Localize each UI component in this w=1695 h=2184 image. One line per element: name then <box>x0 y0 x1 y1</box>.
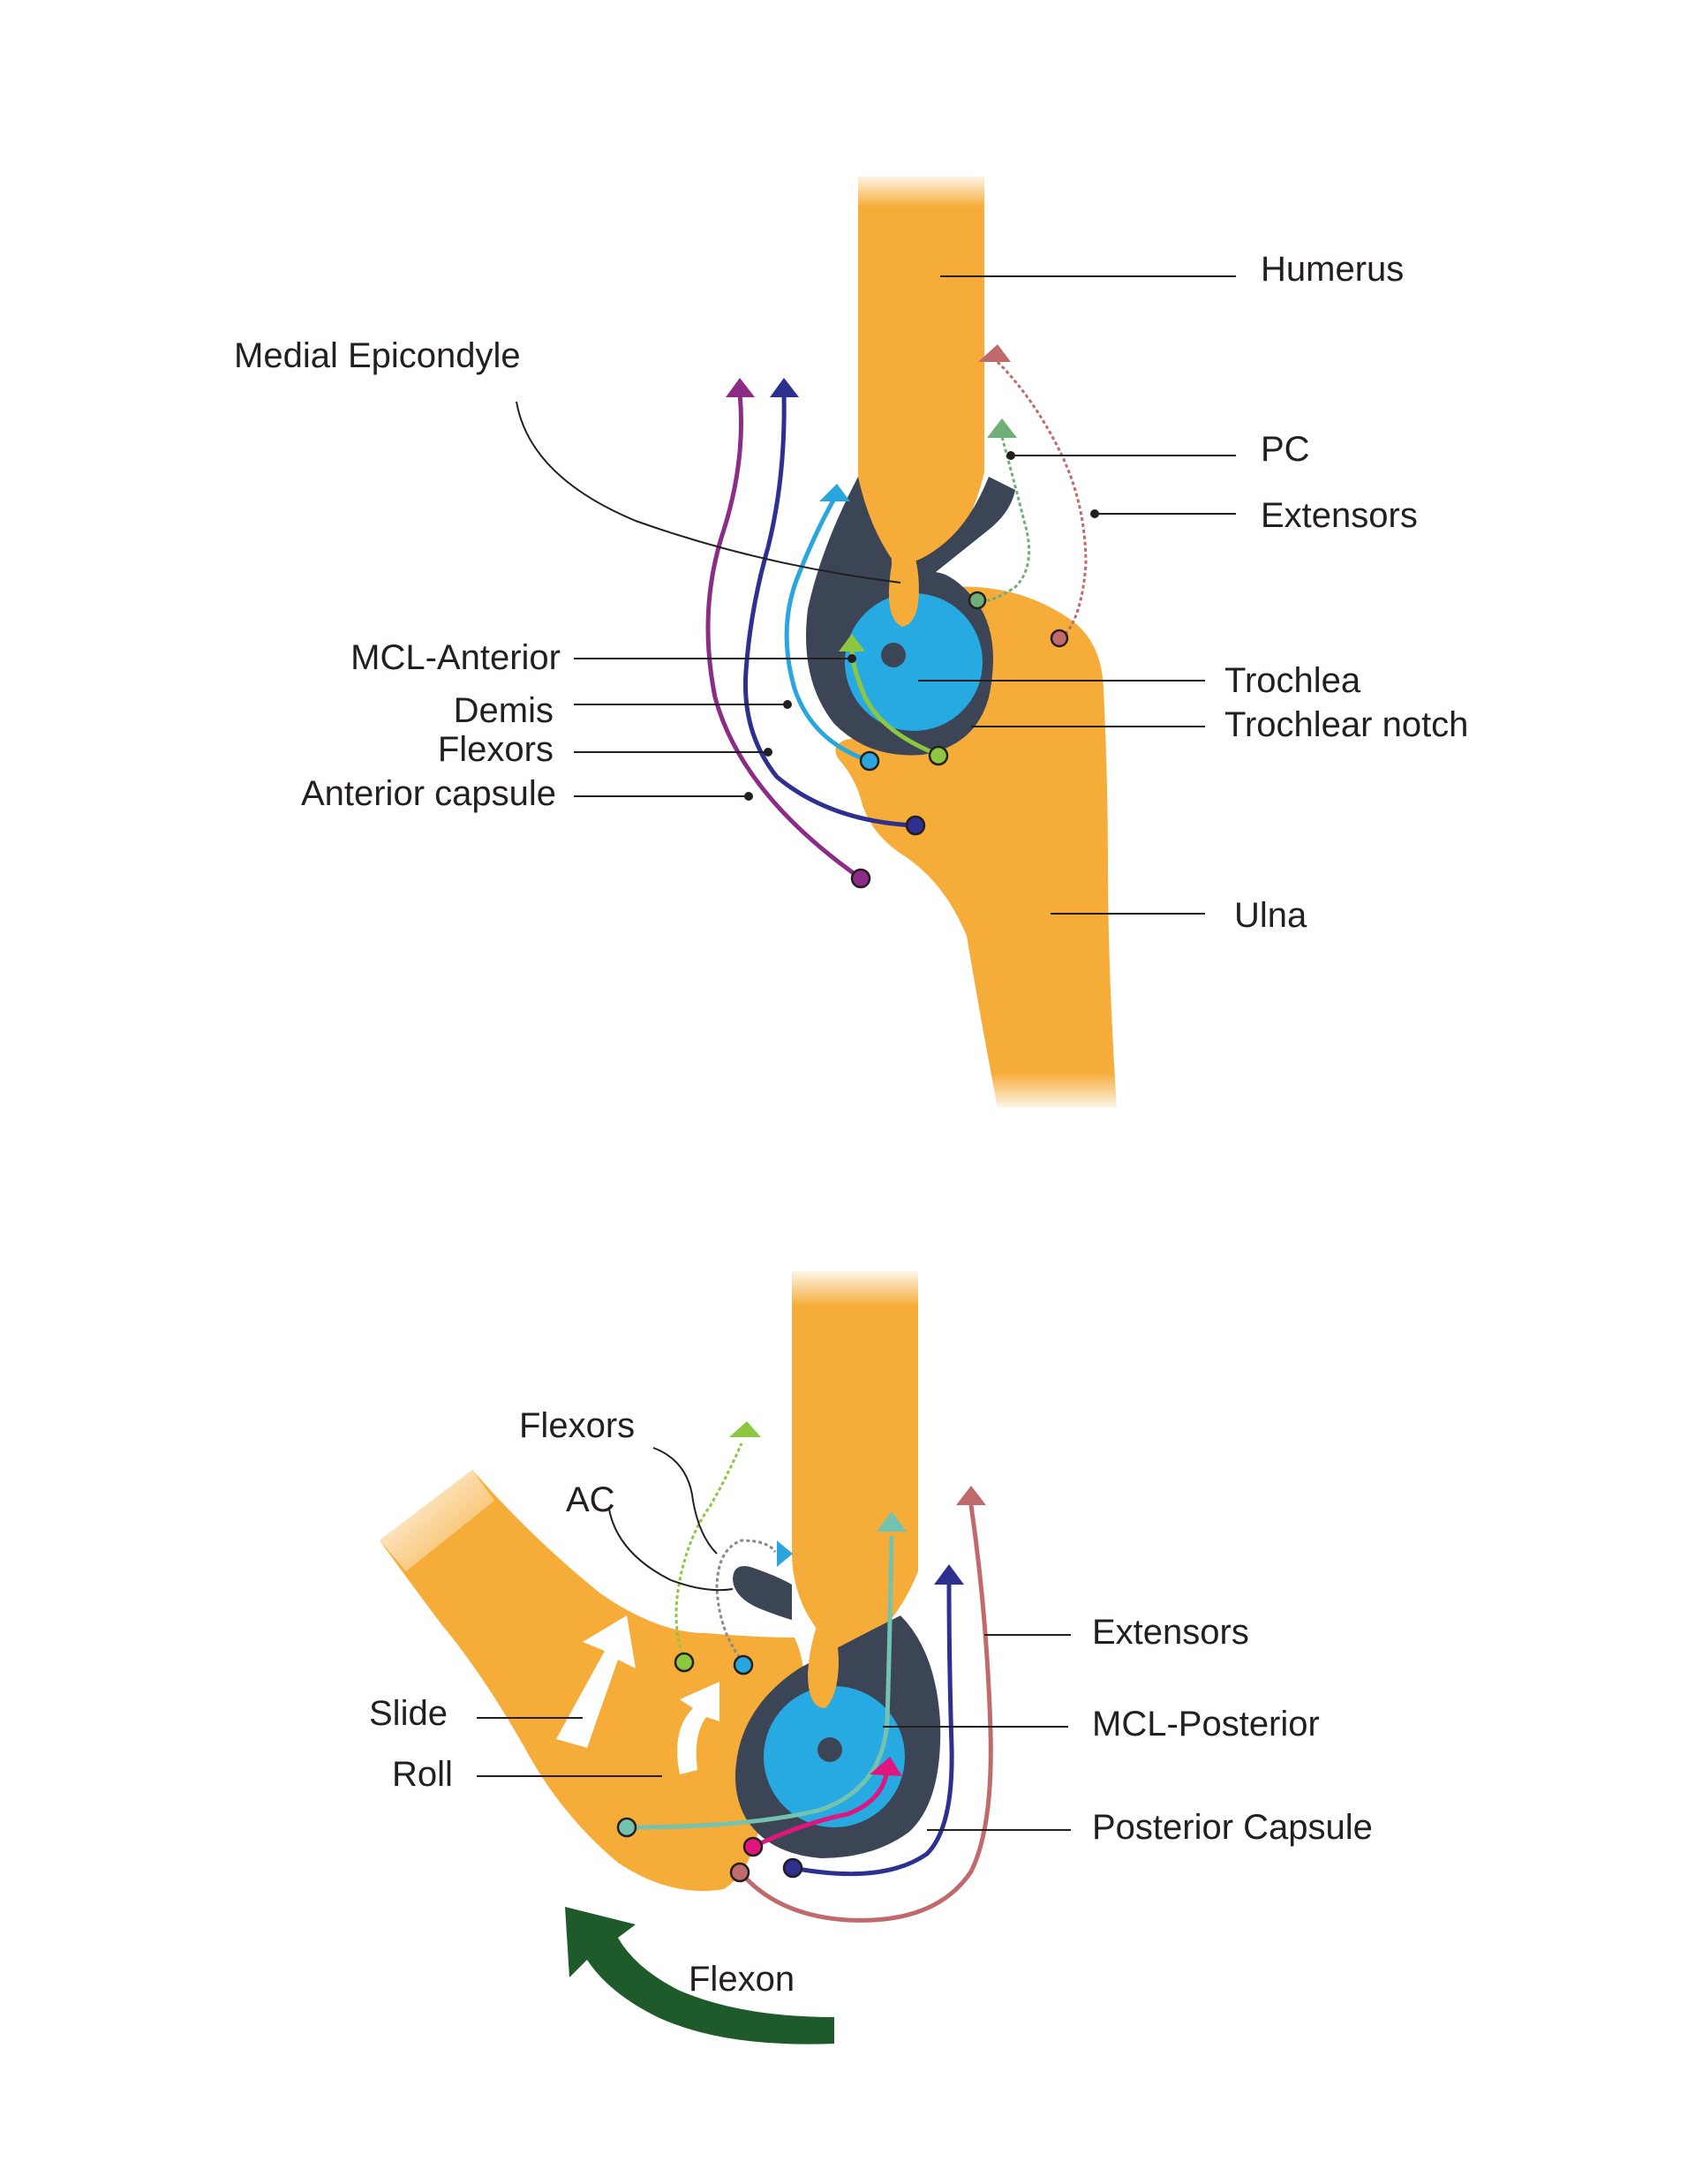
label-trochlear-notch: Trochlear notch <box>1224 705 1468 744</box>
demis-leader-dot <box>783 700 792 709</box>
extension-teal-anchor <box>616 1817 637 1838</box>
label-mcl-posterior: MCL-Posterior <box>1092 1705 1320 1743</box>
roll-arrow-icon <box>677 1682 719 1774</box>
medial-epicondyle-leader <box>516 401 901 584</box>
humerus-flexed-fade <box>781 1267 931 1307</box>
trochlea-top <box>845 593 983 731</box>
flexors-leader-flexed <box>652 1447 718 1555</box>
posterior-capsule-anchor <box>782 1857 803 1879</box>
mcl-anterior-line <box>849 648 939 757</box>
label-ulna: Ulna <box>1234 896 1307 935</box>
pc-spring <box>975 436 1031 603</box>
slide-arrow-icon <box>556 1615 636 1748</box>
medial-epicondyle-tip-flexed <box>808 1598 839 1708</box>
extension-teal-arrowhead <box>877 1511 907 1532</box>
trochlea-center-bottom <box>817 1737 842 1762</box>
label-posterior-capsule: Posterior Capsule <box>1092 1808 1373 1847</box>
posterior-capsule-arrowhead <box>934 1564 964 1585</box>
humerus-fade <box>848 172 998 207</box>
label-mcl-anterior: MCL-Anterior <box>350 638 561 677</box>
pc-spring-head <box>987 418 1017 438</box>
medial-epicondyle-tip <box>883 503 919 627</box>
pc-anchor <box>968 591 987 610</box>
label-slide: Slide <box>369 1694 448 1733</box>
extensors-line <box>738 1504 993 1923</box>
label-flexors-flexed: Flexors <box>519 1406 635 1445</box>
label-humerus: Humerus <box>1261 250 1404 289</box>
extensors-arrowhead <box>956 1486 986 1505</box>
demis-anchor <box>859 750 880 772</box>
extensors-spring <box>996 360 1088 637</box>
flexors-spring-anchor <box>674 1652 695 1673</box>
label-extensors-flexed: Extensors <box>1092 1613 1249 1652</box>
mcl-anterior-anchor <box>928 745 949 766</box>
mcl-posterior-arrowhead <box>870 1757 902 1776</box>
extensors-anchor <box>1050 629 1069 648</box>
ac-spring <box>715 1539 777 1663</box>
anterior-capsule-arrowhead <box>726 378 755 397</box>
flexion-arrow-icon <box>565 1907 834 2045</box>
extension-teal-line <box>626 1535 894 1830</box>
pc-leader-dot <box>1006 451 1015 460</box>
mcl-posterior-anchor <box>742 1836 764 1857</box>
flexors-arrowhead <box>770 378 799 397</box>
mcl-anterior-leader-dot <box>848 654 856 663</box>
ac-leader <box>608 1509 734 1592</box>
ulna-bone <box>835 586 1117 1108</box>
flexors-anchor <box>905 815 926 836</box>
mcl-posterior-line <box>751 1769 890 1849</box>
label-trochlea: Trochlea <box>1224 661 1361 700</box>
label-anterior-capsule: Anterior capsule <box>301 774 556 813</box>
demis-arrowhead <box>819 484 850 501</box>
label-roll: Roll <box>392 1755 453 1794</box>
flexors-line <box>742 392 915 828</box>
extensors-spring-head <box>978 344 1011 362</box>
ac-spring-anchor <box>733 1654 754 1676</box>
extensors-anchor-flexed <box>729 1862 750 1883</box>
anterior-capsule-anchor <box>850 868 871 889</box>
demis-line <box>784 497 870 764</box>
top-diagram: Humerus Medial Epicondyle PC Extensors M… <box>234 172 1468 1112</box>
ulna-flexed-fade <box>380 1470 494 1571</box>
label-flexion: Flexon <box>689 1960 795 1999</box>
label-pc: PC <box>1261 430 1310 469</box>
label-ac: AC <box>566 1480 615 1519</box>
label-extensors: Extensors <box>1261 496 1418 535</box>
extensors-leader-dot <box>1090 509 1099 518</box>
humerus-bone-flexed <box>792 1271 918 1660</box>
ac-spring-head <box>777 1540 793 1567</box>
bottom-diagram: Flexors AC Extensors MCL-Posterior Slide… <box>369 1267 1373 2045</box>
posterior-capsule-line <box>792 1584 954 1877</box>
trochlea-center-top <box>881 643 906 667</box>
label-demis: Demis <box>454 691 554 730</box>
ac-cartilage-flap <box>733 1566 792 1620</box>
flexors-leader-dot <box>764 748 772 757</box>
flexors-spring-head <box>729 1421 761 1437</box>
anterior-capsule-line <box>705 392 863 881</box>
ulna-fade <box>989 1073 1130 1112</box>
label-medial-epicondyle: Medial Epicondyle <box>234 336 521 375</box>
flexors-spring <box>674 1442 743 1661</box>
anterior-capsule-leader-dot <box>744 792 753 801</box>
mcl-anterior-arrowhead <box>839 634 865 651</box>
label-flexors: Flexors <box>438 730 554 769</box>
